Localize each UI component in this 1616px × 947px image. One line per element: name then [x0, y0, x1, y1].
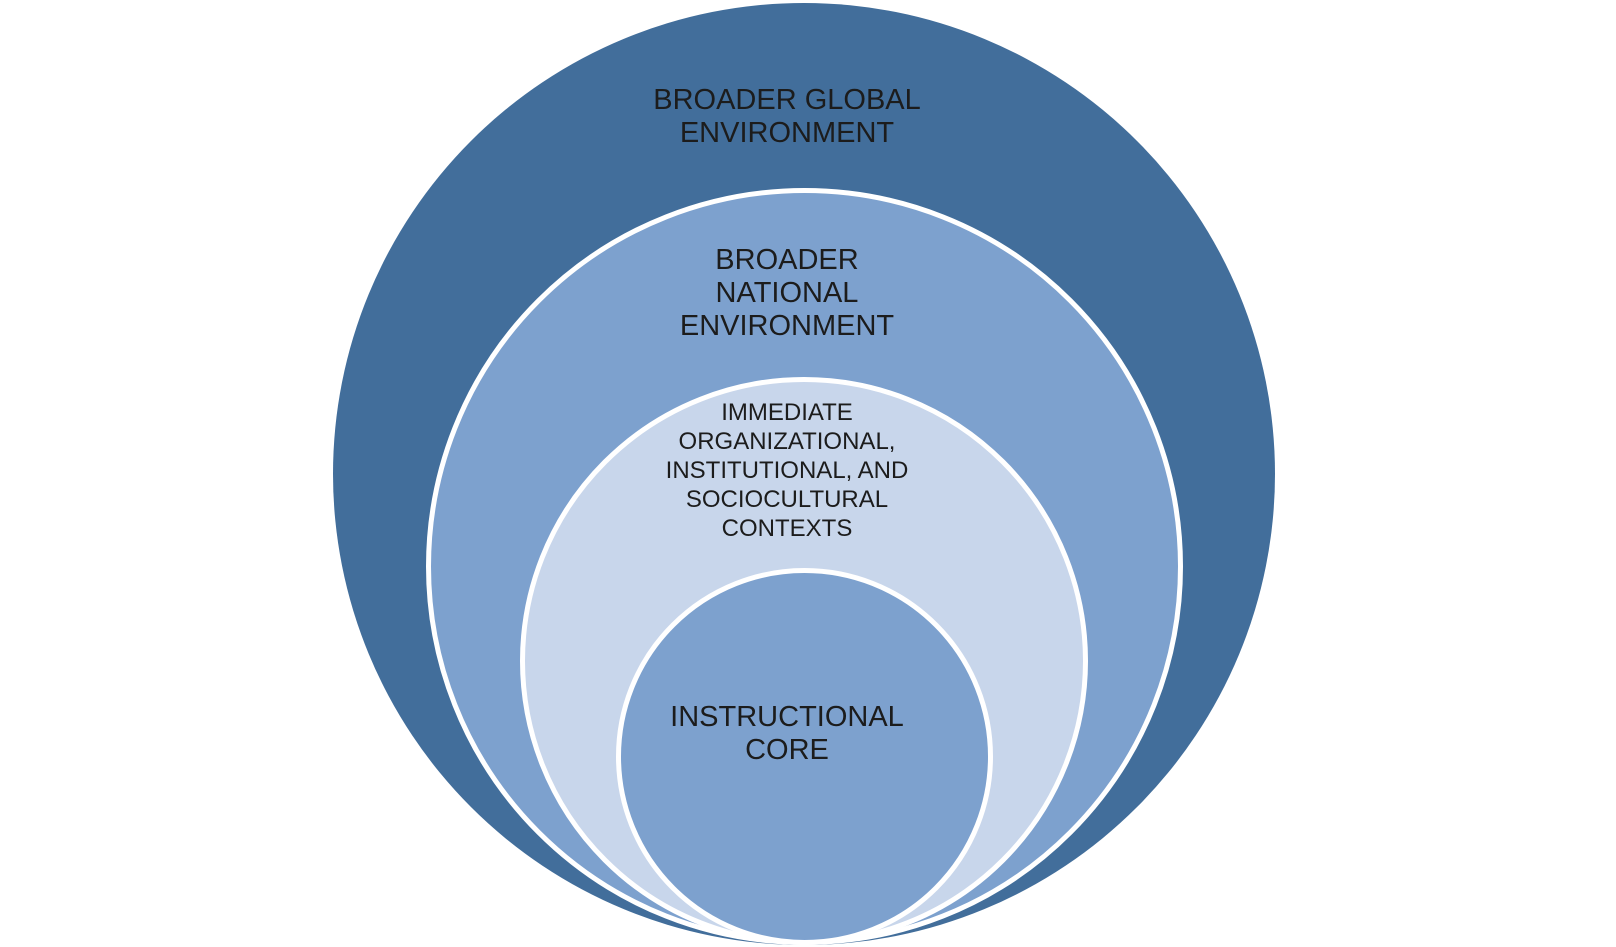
label-line: CONTEXTS: [721, 515, 853, 542]
label-broader-global-environment: BROADER GLOBAL ENVIRONMENT: [653, 84, 921, 150]
label-line: IMMEDIATE: [721, 399, 853, 426]
label-line: INSTITUTIONAL, AND: [665, 457, 909, 484]
label-instructional-core: INSTRUCTIONAL CORE: [670, 701, 904, 767]
label-line: ENVIRONMENT: [679, 117, 895, 149]
label-line: ENVIRONMENT: [679, 310, 895, 342]
label-line: SOCIOCULTURAL: [685, 486, 889, 513]
label-line: NATIONAL: [715, 277, 859, 309]
label-line: ORGANIZATIONAL,: [678, 428, 896, 455]
label-line: INSTRUCTIONAL: [670, 701, 904, 733]
circle-instructional-core: [616, 568, 993, 945]
label-broader-national-environment: BROADER NATIONAL ENVIRONMENT: [680, 244, 894, 343]
label-immediate-contexts: IMMEDIATE ORGANIZATIONAL, INSTITUTIONAL,…: [666, 398, 909, 543]
label-line: CORE: [745, 734, 829, 766]
label-line: BROADER: [715, 244, 859, 276]
label-line: BROADER GLOBAL: [653, 84, 921, 116]
